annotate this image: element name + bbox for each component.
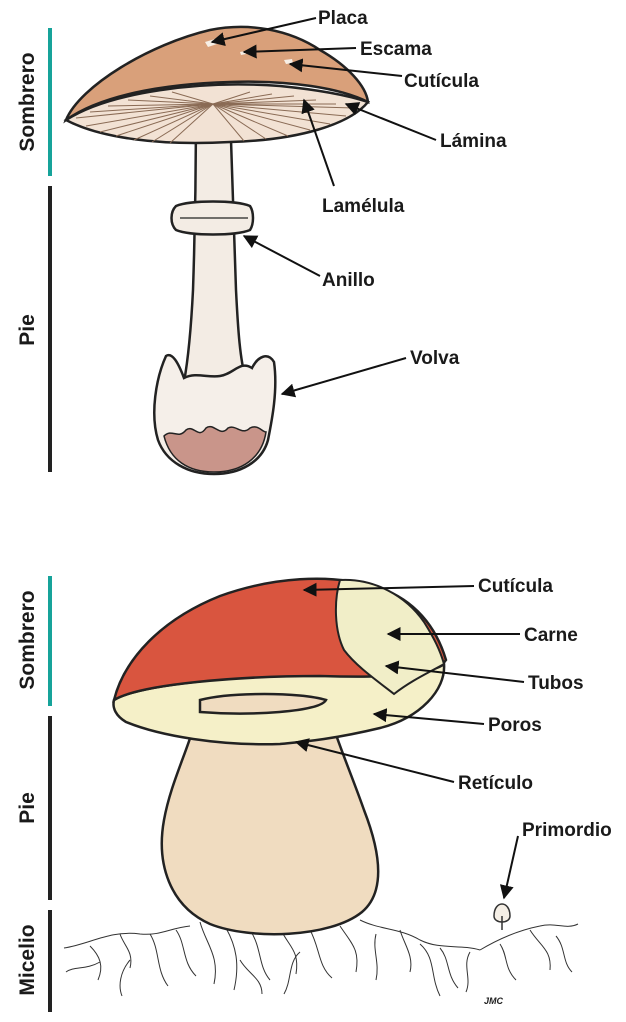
label-anillo: Anillo [322,270,375,291]
label-volva: Volva [410,348,460,369]
label-placa: Placa [318,8,368,29]
mycelium [64,920,578,996]
side-bars-bottom: Sombrero Pie Micelio [16,576,50,1012]
amanita-mushroom [66,27,368,474]
label-primordio: Primordio [522,820,612,841]
side-label-pie-top: Pie [16,314,39,346]
label-lamelula: Lamélula [322,196,405,217]
label-lamina: Lámina [440,131,507,152]
side-label-pie-bottom: Pie [16,792,39,824]
label-escama: Escama [360,39,432,60]
label-cuticula-bottom: Cutícula [478,576,553,597]
labels-bottom: Cutícula Carne Tubos Poros Retículo Prim… [458,576,612,1006]
label-cuticula-top: Cutícula [404,71,479,92]
artist-signature: JMC [484,996,504,1006]
labels-top: Placa Escama Cutícula Lámina Lamélula An… [318,8,507,369]
label-reticulo: Retículo [458,773,533,794]
side-bars-top: Sombrero Pie [16,28,50,472]
label-carne: Carne [524,625,578,646]
side-label-sombrero-bottom: Sombrero [16,590,39,689]
label-poros: Poros [488,715,542,736]
label-tubos: Tubos [528,673,584,694]
side-label-micelio: Micelio [16,924,39,995]
amanita-stem [184,110,246,382]
side-label-sombrero-top: Sombrero [16,52,39,151]
